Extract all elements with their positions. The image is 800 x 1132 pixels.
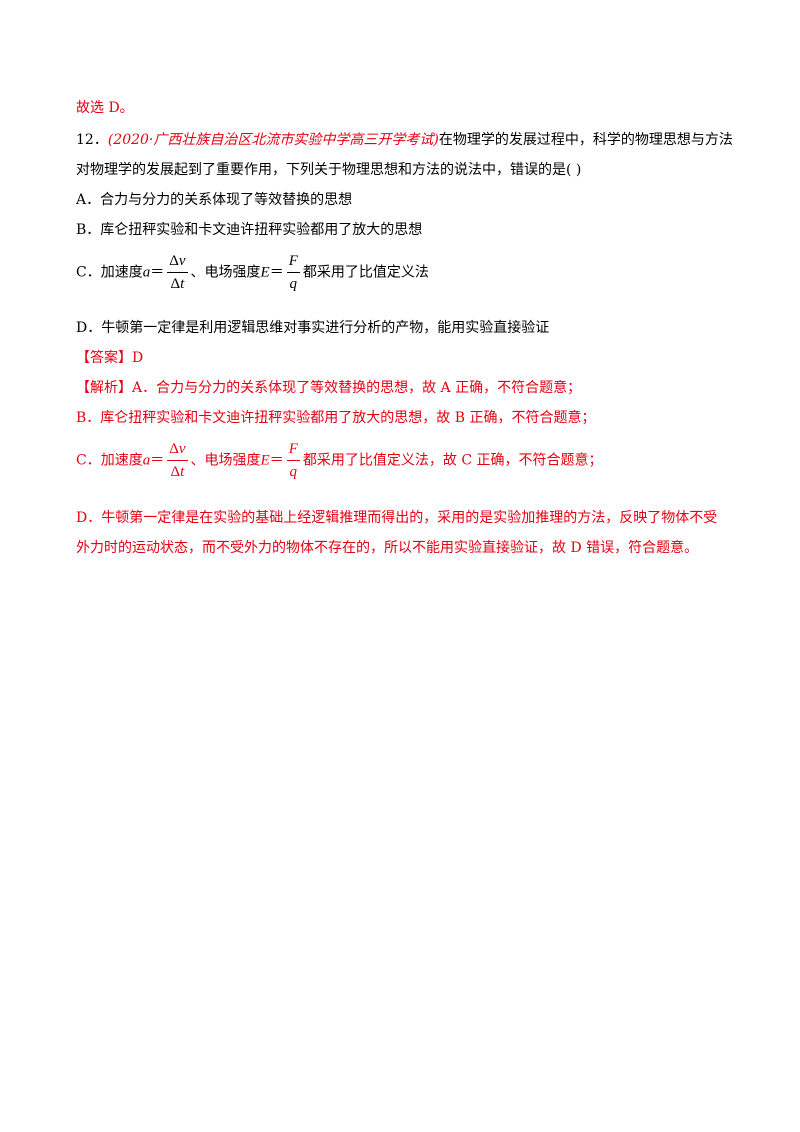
option-c-mid: 、电场强度 xyxy=(190,264,261,281)
delta-symbol: Δ xyxy=(170,276,181,292)
analysis-c-prefix: C．加速度 xyxy=(76,452,143,469)
var-v: v xyxy=(178,441,186,457)
var-a: a xyxy=(142,264,151,281)
var-q: q xyxy=(289,276,298,292)
option-c-prefix: C．加速度 xyxy=(76,264,143,281)
option-b: B．库仑扭秤实验和卡文迪许扭秤实验都用了放大的思想 xyxy=(76,222,423,238)
answer-value: D xyxy=(132,350,144,366)
analysis-a-text: A．合力与分力的关系体现了等效替换的思想，故 A 正确，不符合题意； xyxy=(132,380,582,396)
answer-label: 【答案】 xyxy=(76,350,132,366)
var-a: a xyxy=(142,452,151,469)
question-stem-line2: 对物理学的发展起到了重要作用，下列关于物理思想和方法的说法中，错误的是( ) xyxy=(76,162,582,178)
var-e: E xyxy=(260,452,270,469)
question-source: (2020·广西壮族自治区北流市实验中学高三开学考试) xyxy=(107,132,439,148)
equals-sign: ＝ xyxy=(150,452,165,469)
question-number: 12． xyxy=(76,132,108,148)
equals-sign: ＝ xyxy=(269,264,284,281)
var-t: t xyxy=(180,276,185,292)
analysis-d-line2: 外力时的运动状态，而不受外力的物体不存在的，所以不能用实验直接验证，故 D 错误… xyxy=(76,540,699,556)
answer-line: 【答案】D xyxy=(76,348,143,368)
delta-symbol: Δ xyxy=(169,253,179,269)
analysis-c-suffix: 都采用了比值定义法，故 C 正确，不符合题意； xyxy=(302,452,603,469)
option-d: D．牛顿第一定律是利用逻辑思维对事实进行分析的产物，能用实验直接验证 xyxy=(76,320,550,336)
analysis-label: 【解析】 xyxy=(76,380,132,396)
delta-symbol: Δ xyxy=(169,441,179,457)
delta-symbol: Δ xyxy=(170,464,181,480)
var-f: F xyxy=(286,438,300,461)
question-header: 12．(2020·广西壮族自治区北流市实验中学高三开学考试)在物理学的发展过程中… xyxy=(76,130,733,150)
equals-sign: ＝ xyxy=(269,452,284,469)
var-t: t xyxy=(180,464,185,480)
analysis-c-mid: 、电场强度 xyxy=(190,452,261,469)
option-a: A．合力与分力的关系体现了等效替换的思想 xyxy=(76,192,353,208)
equals-sign: ＝ xyxy=(150,264,165,281)
var-q: q xyxy=(289,464,298,480)
var-f: F xyxy=(286,250,300,273)
analysis-d-line1: D．牛顿第一定律是在实验的基础上经逻辑推理而得出的，采用的是实验加推理的方法，反… xyxy=(76,510,718,526)
analysis-a: 【解析】A．合力与分力的关系体现了等效替换的思想，故 A 正确，不符合题意； xyxy=(76,378,581,398)
var-e: E xyxy=(260,264,270,281)
question-stem-line1: 在物理学的发展过程中，科学的物理思想与方法 xyxy=(438,132,733,148)
option-c-suffix: 都采用了比值定义法 xyxy=(302,264,429,281)
var-v: v xyxy=(178,253,186,269)
previous-conclusion: 故选 D。 xyxy=(76,100,134,116)
analysis-b: B．库仑扭秤实验和卡文迪许扭秤实验都用了放大的思想，故 B 正确，不符合题意； xyxy=(76,410,596,426)
